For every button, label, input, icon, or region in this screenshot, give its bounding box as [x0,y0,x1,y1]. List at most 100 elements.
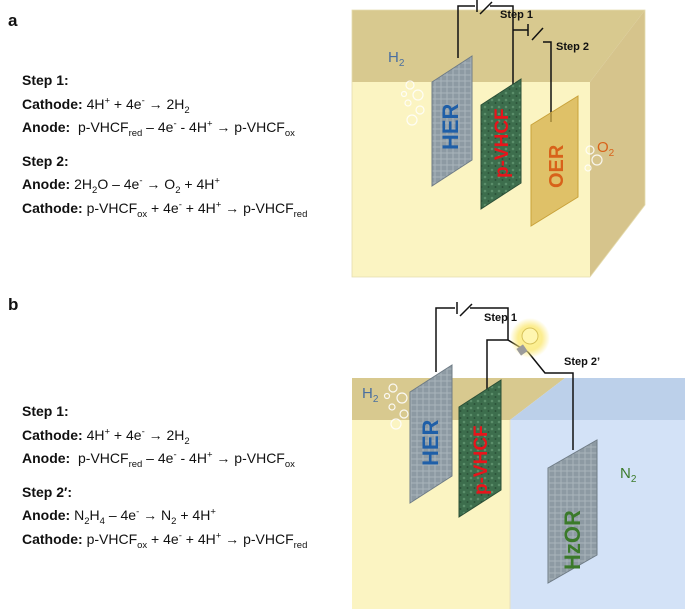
subscript: red [293,539,308,551]
charge-superscript: + [215,198,222,210]
charge-superscript: - [173,118,177,130]
switch-blade [479,1,493,15]
anode-reaction: Anode: 2H2O – 4e- → O2 + 4H+ [22,175,307,201]
panel-a-cell: Step 1 Step 2 HER p-VHCF OER H2 O2 [351,0,646,278]
cathode-reaction: Cathode: 4H+ + 4e- → 2H2 [22,425,307,452]
anode-label: Anode: [22,450,71,466]
panel-a-equations: Step 1: Cathode: 4H+ + 4e- → 2H2 Anode: … [22,73,307,224]
step1-title: Step 1: [22,403,69,419]
bulb-base [516,344,528,356]
subscript: 2 [92,184,98,196]
charge-superscript: - [178,529,182,541]
gas-bubbles [383,383,409,430]
electrolyte-top [352,378,565,420]
her-label: HER [438,103,463,150]
anode-equation: p-VHCFred – 4e- - 4H+ → p-VHCFox [78,449,295,470]
cathode-reaction: Cathode: p-VHCFox + 4e- + 4H+ → p-VHCFre… [22,198,308,225]
subscript: ox [284,127,295,139]
her-electrode [431,55,473,187]
pvhcf-electrode [458,379,502,518]
hzor-label: HzOR [560,510,585,570]
cathode-equation: p-VHCFox + 4e- + 4H+ → p-VHCFred [86,198,308,220]
switch1-label: Step 1 [484,312,517,324]
panel-b-label: b [8,295,19,314]
cathode-label: Cathode: [22,426,83,443]
anode-reaction: Anode: N2H4 – 4e- → N2 + 4H+ [22,506,307,532]
subscript: 2 [184,435,190,447]
step2-title: Step 2: [22,152,69,169]
cathode-label: Cathode: [22,530,83,547]
switch2-label: Step 2 [556,41,589,53]
oer-electrode [530,95,579,227]
electrolyte-side [590,10,645,277]
charge-superscript: - [141,94,145,106]
electrolyte-top [352,10,645,82]
charge-superscript: - [139,175,143,187]
cathode-label: Cathode: [22,95,83,112]
subscript: red [128,458,143,470]
her-label: HER [418,419,443,466]
cathode-equation: 4H+ + 4e- → 2H2 [86,94,190,116]
charge-superscript: - [141,425,145,437]
subscript: 2 [184,104,190,116]
wire [490,5,514,88]
subscript: 4 [99,515,105,527]
anode-reaction: Anode: p-VHCFred – 4e- - 4H+ → p-VHCFox [22,449,307,475]
charge-superscript: - [136,506,140,518]
cathode-equation: p-VHCFox + 4e- + 4H+ → p-VHCFred [86,529,308,551]
switch2-label: Step 2’ [564,356,600,368]
bulb-icon [521,327,539,345]
anode-label: Anode: [22,507,71,523]
gas-n2-label: N2 [620,465,637,485]
charge-superscript: + [206,449,213,461]
charge-superscript: + [214,175,220,187]
cathode-equation: 4H+ + 4e- → 2H2 [86,425,190,447]
anode-label: Anode: [22,119,71,135]
wire [470,307,509,340]
wire [435,307,455,372]
wire [486,339,508,390]
gas-h2-label: H2 [362,385,379,405]
cathode-reaction: Cathode: 4H+ + 4e- → 2H2 [22,94,307,121]
gas-bubbles [400,80,603,172]
cathode-label: Cathode: [22,199,83,216]
switch1-label: Step 1 [500,9,533,21]
subscript: red [293,208,308,220]
pvhcf-electrode [480,78,522,210]
charge-superscript: + [206,118,213,130]
hzor-electrolyte-top [510,378,685,420]
gas-h2-label: H2 [388,49,405,69]
electrolyte-back [351,9,646,278]
panel-b-cell: Step 1 Step 2’ HER p-VHCF HzOR H2 N2 [352,302,685,609]
gas-o2-label: O2 [597,139,615,159]
charge-superscript: + [215,529,222,541]
step2-title: Step 2′: [22,483,73,500]
anode-reaction: Anode: p-VHCFred – 4e- - 4H+ → p-VHCFox [22,118,307,144]
anode-equation: N2H4 – 4e- → N2 + 4H+ [74,506,216,527]
charge-superscript: + [104,425,111,437]
subscript: 2 [84,515,90,527]
switch-blade [459,303,473,317]
her-electrode [409,364,453,504]
step1-title: Step 1: [22,72,69,88]
anode-equation: 2H2O – 4e- → O2 + 4H+ [74,175,220,196]
subscript: red [128,127,143,139]
pvhcf-label: p-VHCF [492,108,513,178]
subscript: 2 [175,184,181,196]
anode-equation: p-VHCFred – 4e- - 4H+ → p-VHCFox [78,118,295,139]
subscript: ox [137,208,148,220]
cathode-reaction: Cathode: p-VHCFox + 4e- + 4H+ → p-VHCFre… [22,529,308,556]
panel-a-label: a [8,11,18,30]
charge-superscript: - [173,449,177,461]
charge-superscript: - [178,198,182,210]
charge-superscript: + [104,94,111,106]
subscript: ox [284,458,295,470]
pvhcf-label: p-VHCF [471,425,492,495]
subscript: ox [137,539,148,551]
wire [527,351,574,450]
anode-label: Anode: [22,176,71,192]
subscript: 2 [171,515,177,527]
wire [543,41,552,122]
wire [457,5,475,58]
